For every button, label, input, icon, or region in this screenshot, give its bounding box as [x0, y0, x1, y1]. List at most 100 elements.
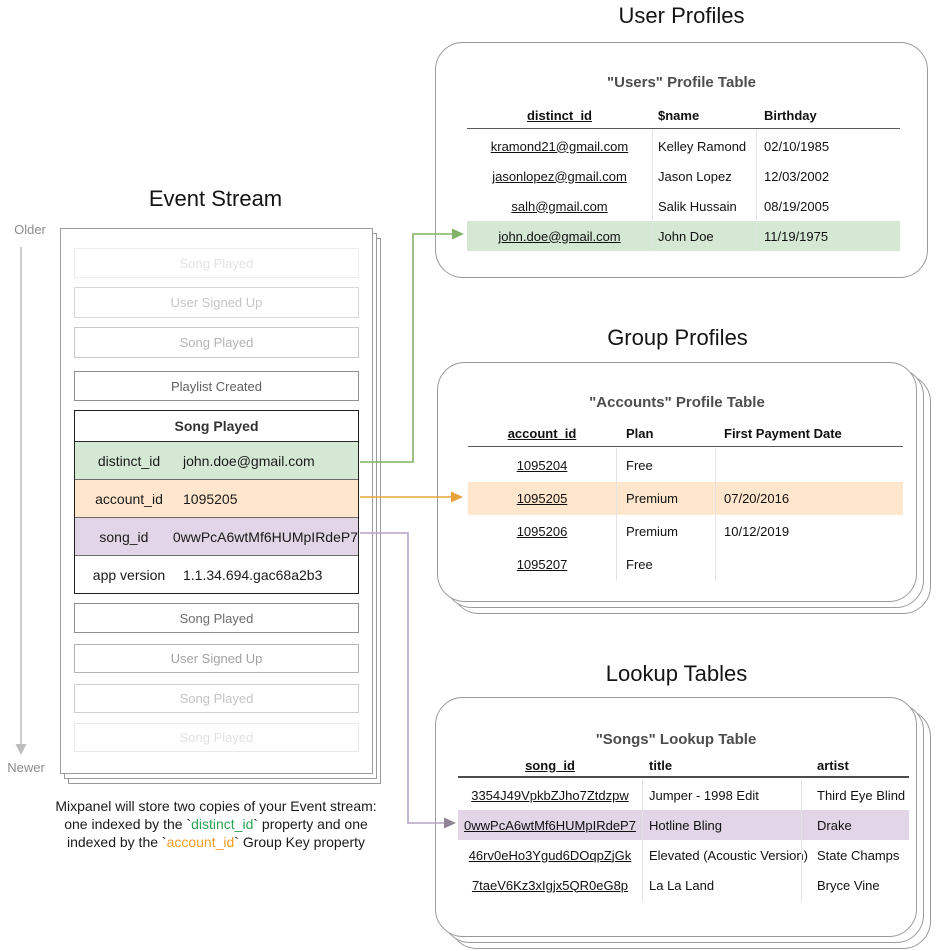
table-row: 1095207 Free	[468, 548, 903, 581]
songs-table-heading: "Songs" Lookup Table	[595, 731, 757, 748]
column-header: Birthday	[764, 108, 817, 123]
cell: 10/12/2019	[724, 524, 790, 539]
event-box: User Signed Up	[74, 287, 359, 318]
newer-label: Newer	[7, 760, 45, 775]
table-row: 1095206 Premium 10/12/2019	[468, 515, 903, 548]
column-header: title	[649, 757, 673, 773]
cell: 1095207	[516, 557, 568, 572]
column-separator	[715, 448, 716, 581]
property-value: 1095205	[183, 490, 238, 507]
event-label: Song Played	[179, 730, 254, 745]
column-header: account_id	[507, 426, 577, 441]
property-key: account_id	[95, 490, 163, 507]
accounts-profile-card: "Accounts" Profile Table account_id Plan…	[437, 362, 917, 602]
event-label: User Signed Up	[170, 651, 263, 666]
cell: 7taeV6Kz3xIgjx5QR0eG8p	[471, 877, 629, 893]
column-separator	[616, 448, 617, 581]
event-stream-title: Event Stream	[148, 186, 283, 211]
songs-table-header-row: song_id title artist	[458, 754, 909, 778]
cell: 46rv0eHo3Ygud6DOqpZjGk	[468, 847, 632, 863]
column-separator	[756, 130, 757, 252]
event-box: Playlist Created	[74, 371, 359, 401]
group-profiles-title: Group Profiles	[607, 325, 748, 350]
accounts-table-header-row: account_id Plan First Payment Date	[468, 421, 903, 447]
column-header: song_id	[525, 757, 575, 773]
event-box: Song Played	[74, 327, 359, 358]
cell: Premium	[626, 491, 679, 506]
cell: john.doe@gmail.com	[498, 228, 621, 244]
detail-property-row-app-version: app version 1.1.34.694.gac68a2b3	[75, 555, 358, 593]
detail-property-row-account-id: account_id 1095205	[75, 479, 358, 517]
table-row-highlighted: 0wwPcA6wtMf6HUMpIRdeP7 Hotline Bling Dra…	[458, 810, 909, 840]
event-box: Song Played	[74, 723, 359, 752]
property-value: john.doe@gmail.com	[183, 452, 315, 469]
detail-property-row-distinct-id: distinct_id john.doe@gmail.com	[75, 442, 358, 479]
property-value: 1.1.34.694.gac68a2b3	[183, 566, 323, 583]
caption-line-2: one indexed by the `distinct_id` propert…	[64, 816, 368, 832]
caption-line-1: Mixpanel will store two copies of your E…	[55, 798, 377, 814]
column-header: Plan	[626, 426, 654, 441]
column-header: First Payment Date	[724, 426, 842, 441]
event-box: Song Played	[74, 684, 359, 713]
users-table-header-row: distinct_id $name Birthday	[467, 103, 900, 129]
cell: 08/19/2005	[764, 198, 830, 214]
cell: 1095206	[516, 524, 568, 539]
cell: Free	[626, 458, 653, 473]
user-profiles-title: User Profiles	[618, 3, 745, 28]
detail-event-card: Song Played distinct_id john.doe@gmail.c…	[74, 410, 359, 594]
event-label: Playlist Created	[170, 378, 263, 394]
property-key: app version	[92, 566, 166, 583]
event-label: Song Played	[179, 335, 254, 350]
column-header: distinct_id	[526, 108, 592, 123]
column-separator	[801, 780, 802, 902]
detail-event-title: Song Played	[75, 411, 358, 442]
cell: Jason Lopez	[658, 168, 732, 184]
detail-property-row-song-id: song_id 0wwPcA6wtMf6HUMpIRdeP7	[75, 517, 358, 555]
lookup-tables-title: Lookup Tables	[605, 661, 748, 686]
users-table: distinct_id $name Birthday kramond21@gma…	[467, 103, 900, 252]
cell: Bryce Vine	[817, 877, 880, 893]
cell: Free	[626, 557, 653, 572]
property-value: 0wwPcA6wtMf6HUMpIRdeP7	[172, 528, 358, 545]
event-box: Song Played	[74, 248, 359, 278]
cell: 11/19/1975	[764, 228, 829, 244]
event-label: Song Played	[179, 610, 254, 626]
accounts-table: account_id Plan First Payment Date 10952…	[468, 421, 903, 581]
users-profile-card: "Users" Profile Table distinct_id $name …	[435, 42, 928, 278]
column-separator	[642, 780, 643, 902]
table-row: salh@gmail.com Salik Hussain 08/19/2005	[467, 191, 900, 221]
table-row: 46rv0eHo3Ygud6DOqpZjGk Elevated (Acousti…	[458, 840, 909, 870]
column-header: $name	[658, 108, 700, 123]
cell: Hotline Bling	[649, 817, 722, 833]
cell: kramond21@gmail.com	[490, 138, 629, 154]
accounts-table-heading: "Accounts" Profile Table	[589, 394, 765, 411]
table-row-highlighted: 1095205 Premium 07/20/2016	[468, 482, 903, 515]
table-row: 3354J49VpkbZJho7Ztdzpw Jumper - 1998 Edi…	[458, 780, 909, 810]
cell: 0wwPcA6wtMf6HUMpIRdeP7	[464, 817, 636, 833]
songs-table: song_id title artist 3354J49VpkbZJho7Ztd…	[458, 754, 909, 902]
table-row: kramond21@gmail.com Kelley Ramond 02/10/…	[467, 131, 900, 161]
cell: 07/20/2016	[724, 491, 790, 506]
cell: 12/03/2002	[764, 168, 830, 184]
property-key: distinct_id	[97, 452, 161, 469]
event-box: User Signed Up	[74, 644, 359, 673]
cell: 1095204	[516, 458, 568, 473]
songs-lookup-card: "Songs" Lookup Table song_id title artis…	[435, 697, 917, 937]
column-separator	[652, 130, 653, 252]
older-label: Older	[14, 222, 46, 237]
caption-distinct-id: distinct_id	[191, 816, 254, 832]
event-label: Song Played	[179, 255, 254, 271]
caption-line-3: indexed by the `account_id` Group Key pr…	[66, 834, 366, 850]
cell: State Champs	[817, 847, 900, 863]
table-row: 1095204 Free	[468, 449, 903, 482]
cell: La La Land	[649, 877, 715, 893]
users-table-heading: "Users" Profile Table	[607, 74, 756, 91]
cell: Third Eye Blind	[817, 787, 906, 803]
cell: Elevated (Acoustic Version)	[649, 847, 808, 863]
cell: 3354J49VpkbZJho7Ztdzpw	[471, 787, 629, 803]
event-label: Song Played	[179, 691, 254, 706]
cell: Drake	[817, 817, 852, 833]
column-header: artist	[817, 757, 849, 773]
cell: Salik Hussain	[658, 198, 737, 214]
